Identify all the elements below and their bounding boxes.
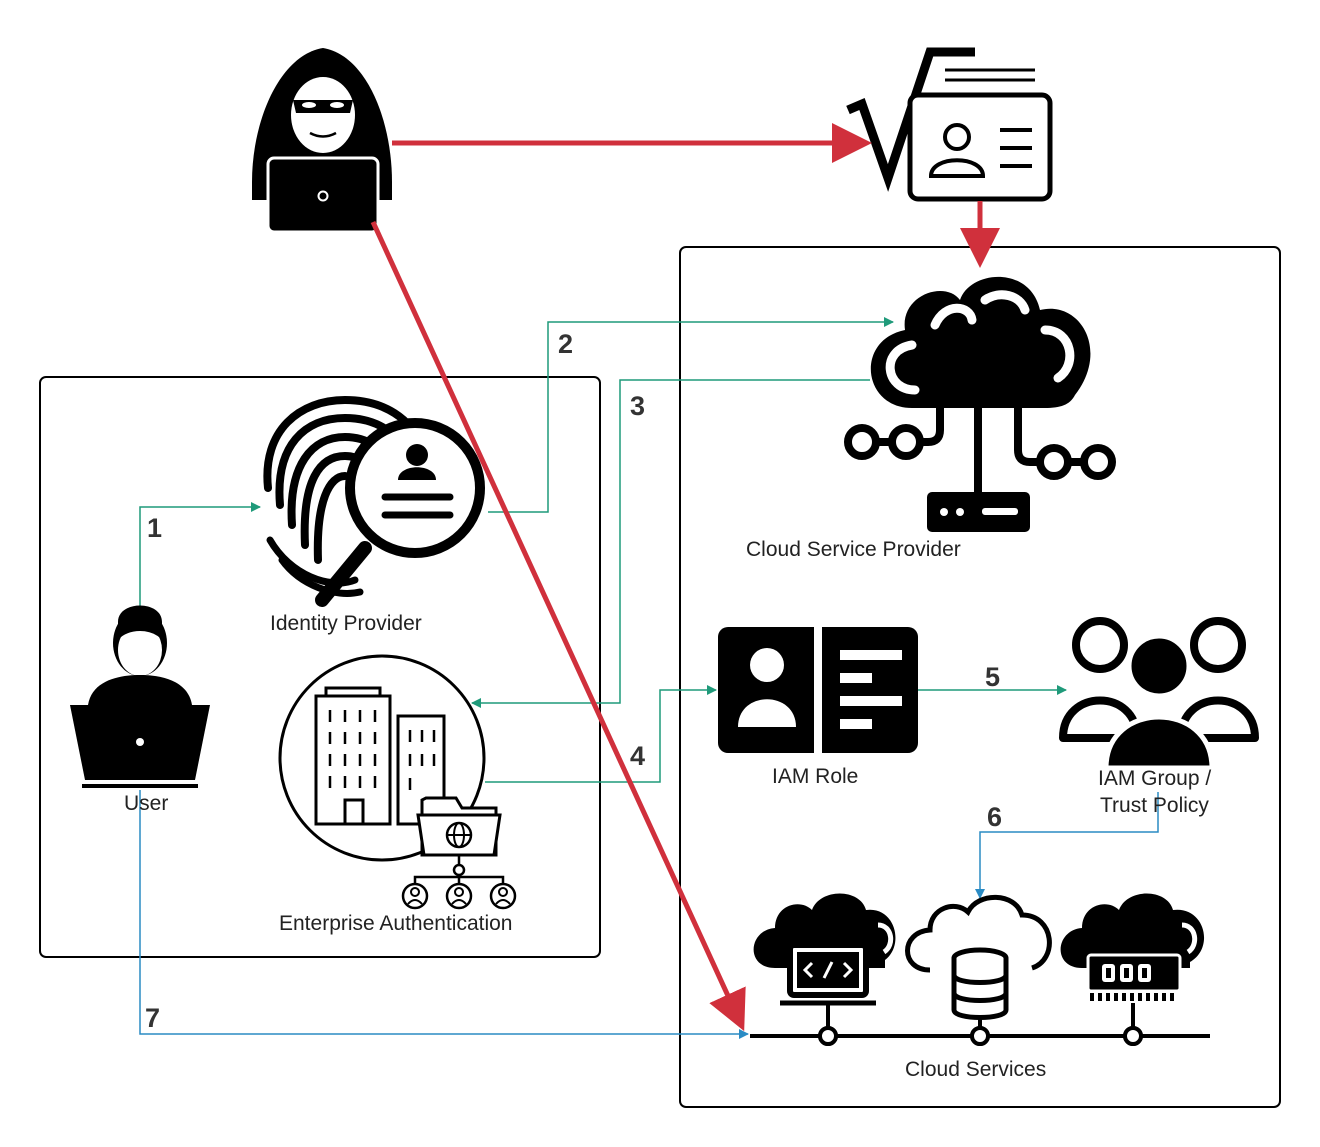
step-number: 3 <box>630 391 645 421</box>
cloud-network-icon <box>844 276 1116 532</box>
flow-step-3 <box>471 379 870 708</box>
flow-step-6 <box>975 792 1159 899</box>
hacker-icon <box>252 48 392 234</box>
enterprise-boundary <box>39 376 601 958</box>
enterprise-auth-label: Enterprise Authentication <box>279 912 512 935</box>
flow-step-4 <box>485 685 717 783</box>
step-number: 5 <box>985 662 1000 692</box>
fingerprint-search-icon <box>263 395 485 607</box>
user-label: User <box>124 792 168 815</box>
flow-step-2 <box>488 317 894 513</box>
step-number: 4 <box>630 741 645 771</box>
forged-credential-icon <box>846 47 1053 202</box>
cloud-services-label: Cloud Services <box>905 1058 1046 1081</box>
iam-role-label: IAM Role <box>772 765 858 788</box>
attack-arrow-to-services <box>370 220 746 1032</box>
iam-group-label: IAM Group / <box>1098 767 1211 790</box>
flow-step-7 <box>139 790 749 1039</box>
cloud-memory-icon <box>1060 893 1205 1046</box>
id-card-icon <box>718 627 918 753</box>
trust-policy-label: Trust Policy <box>1100 794 1209 817</box>
step-number: 7 <box>145 1003 160 1033</box>
user-group-icon <box>1059 617 1259 771</box>
step-number: 1 <box>147 513 162 543</box>
cloud-service-provider-label: Cloud Service Provider <box>746 538 961 561</box>
identity-provider-label: Identity Provider <box>270 612 422 635</box>
enterprise-building-icon <box>278 654 517 910</box>
user-laptop-icon <box>70 605 210 788</box>
step-number: 6 <box>987 802 1002 832</box>
cloud-database-icon <box>905 894 1052 1046</box>
cloud-code-icon <box>753 893 896 1046</box>
step-number: 2 <box>558 329 573 359</box>
flow-step-1 <box>139 502 261 610</box>
